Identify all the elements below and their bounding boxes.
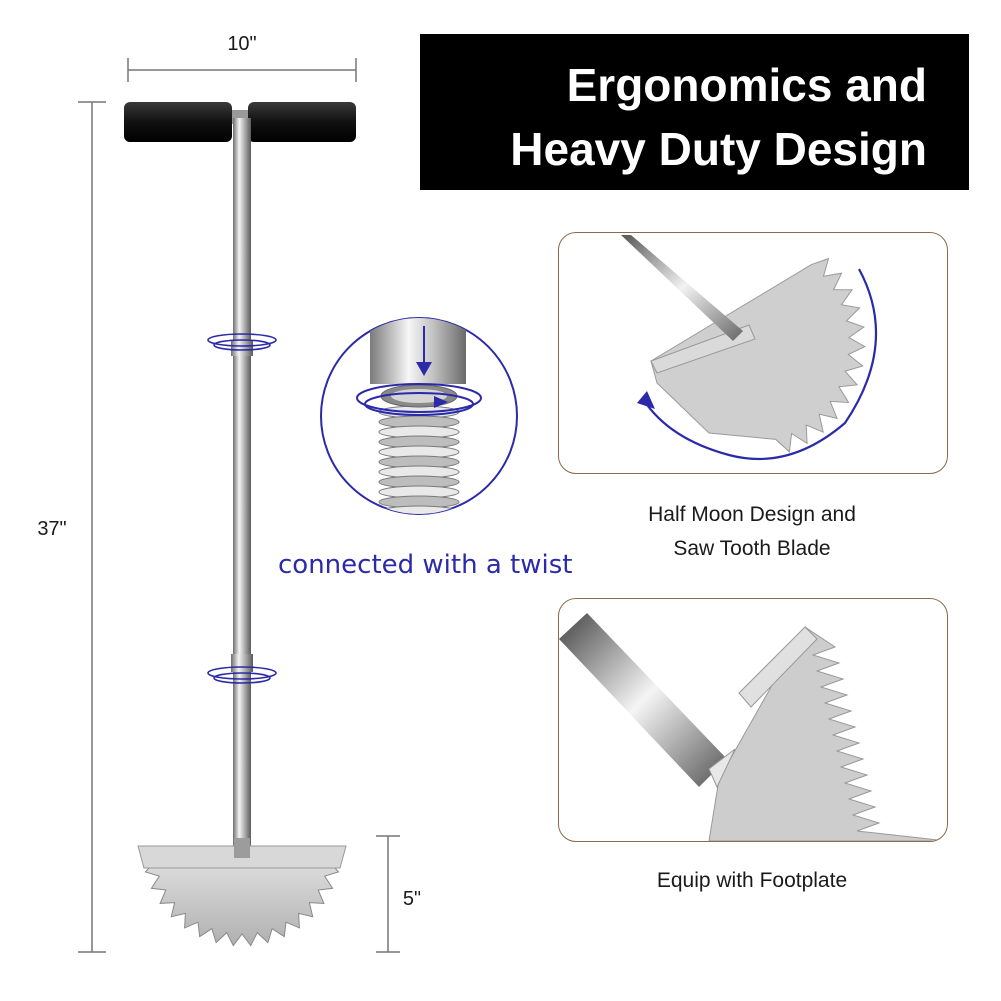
width-dimension-line <box>127 58 357 82</box>
blade-height-label: 5" <box>403 888 420 910</box>
footplate-closeup <box>559 613 947 841</box>
twist-connection-detail <box>320 317 518 515</box>
blade-dimension-line <box>376 835 400 953</box>
height-dimension-line <box>78 101 106 953</box>
title-line-2: Heavy Duty Design <box>510 123 927 175</box>
shaft <box>231 118 253 852</box>
twist-ring-lower <box>207 666 277 684</box>
title-line-1: Ergonomics and <box>566 59 927 111</box>
half-moon-blade <box>137 838 347 947</box>
twist-caption: connected with a twist <box>278 550 573 580</box>
t-handle <box>124 102 356 142</box>
footplate-caption: Equip with Footplate <box>656 869 848 892</box>
twist-arrow-icon <box>356 326 482 416</box>
half-moon-detail-frame <box>558 232 948 474</box>
height-label: 37" <box>37 518 66 540</box>
half-moon-blade-closeup <box>621 235 878 461</box>
title-banner: Ergonomics and Heavy Duty Design <box>420 34 969 190</box>
edger-tool-illustration: 10" 37" 5" <box>37 33 420 953</box>
half-moon-caption-line-1: Half Moon Design and <box>648 503 856 526</box>
width-label: 10" <box>227 33 256 55</box>
footplate-detail-frame <box>558 598 948 842</box>
twist-ring-upper <box>207 333 277 351</box>
half-moon-caption-line-2: Saw Tooth Blade <box>673 537 831 560</box>
half-moon-caption: Half Moon Design and Saw Tooth Blade <box>570 498 934 566</box>
